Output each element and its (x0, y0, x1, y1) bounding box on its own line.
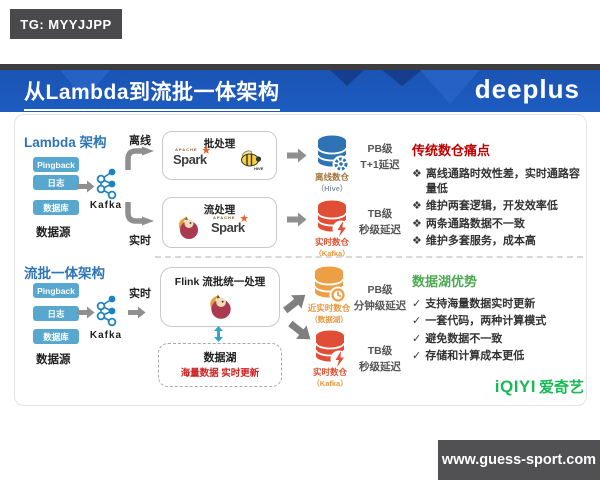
flink-unified-box: Flink 流批统一处理 (160, 267, 280, 327)
header-top-strip (0, 64, 600, 70)
kafka-icon (93, 167, 119, 205)
flink-box-title: Flink 流批统一处理 (174, 276, 266, 288)
realtime-warehouse-label: 实时数仓 （Kafka） (314, 237, 350, 258)
spark-logo: APACHE★Spark (173, 145, 211, 167)
spark-star-icon: ★ (239, 213, 249, 225)
double-arrow-icon (213, 326, 224, 347)
realtime-warehouse-icon (315, 200, 350, 243)
right-arrow-icon (128, 306, 146, 324)
stream-processing-box: 流处理 APACHE★Spark (162, 197, 277, 248)
advantage-item: ✓存储和计算成本更低 (412, 350, 525, 363)
realtime-warehouse-icon (313, 330, 348, 373)
check-bullet-icon: ✓ (412, 350, 422, 363)
header-bar: 从Lambda到流批一体架构 deeplus (0, 64, 600, 112)
near-realtime-warehouse-icon (312, 266, 347, 309)
kafka-label: Kafka (89, 200, 123, 211)
up-right-arrow-icon (280, 287, 315, 321)
lambda-section-title: Lambda 架构 (24, 135, 107, 150)
source-database: 数据库 (33, 329, 79, 344)
pain-panel-title: 传统数仓痛点 (412, 143, 491, 158)
right-arrow-icon (287, 148, 307, 168)
header-decoration (330, 70, 364, 86)
offline-warehouse-label: 离线数仓 （Hive） (314, 172, 349, 193)
header-decoration (382, 70, 422, 86)
check-bullet-icon: ✓ (412, 298, 422, 310)
diamond-bullet-icon: ❖ (412, 234, 422, 247)
pain-item: ❖维护两套逻辑，开发效率低 (412, 200, 558, 213)
pain-item: ❖维护多套服务，成本高 (412, 234, 536, 247)
elbow-arrow-down-icon (122, 202, 156, 231)
near-realtime-warehouse-label: 近实时数仓 （数据湖） (307, 303, 351, 324)
flink-squirrel-icon (206, 291, 235, 327)
batch-processing-box: 批处理 APACHE★Spark HIVE (162, 131, 277, 180)
near-realtime-delay-label: PB级 分钟级延迟 (353, 284, 407, 312)
content-card (14, 114, 587, 406)
source-log: 日志 (33, 175, 79, 190)
source-database: 数据库 (33, 200, 79, 215)
spark-logo: APACHE★Spark (211, 213, 249, 235)
source-log: 日志 (33, 306, 79, 321)
section-divider (155, 256, 583, 258)
realtime-warehouse-label: 实时数仓 （Kafka） (312, 367, 348, 388)
source-pingback: Pingback (33, 283, 79, 298)
advantages-panel-title: 数据湖优势 (412, 274, 478, 289)
elbow-arrow-up-icon (122, 146, 156, 175)
source-group-label: 数据源 (36, 227, 71, 239)
check-bullet-icon: ✓ (412, 315, 422, 328)
data-lake-subtitle: 海量数据 实时更新 (180, 368, 260, 379)
site-watermark-text: www.guess-sport.com (441, 452, 597, 468)
pain-item: ❖两条通路数据不一致 (412, 217, 525, 230)
realtime-path-label: 实时 (129, 288, 151, 300)
pain-points-panel: 传统数仓痛点 ❖离线通路时效性差，实时通路容量低 ❖维护两套逻辑，开发效率低 ❖… (412, 140, 582, 251)
unified-section-title: 流批一体架构 (24, 266, 105, 281)
right-arrow-icon (287, 212, 307, 232)
pain-list: ❖离线通路时效性差，实时通路容量低 ❖维护两套逻辑，开发效率低 ❖两条通路数据不… (412, 167, 582, 251)
diamond-bullet-icon: ❖ (412, 168, 422, 180)
advantage-item: ✓支持海量数据实时更新 (412, 298, 536, 310)
diamond-bullet-icon: ❖ (412, 200, 422, 213)
data-lake-title: 数据湖 (203, 352, 237, 364)
realtime-delay-label: TB级 秒级延迟 (359, 208, 401, 236)
flink-squirrel-icon (175, 214, 202, 246)
advantages-panel: 数据湖优势 ✓支持海量数据实时更新 ✓一套代码，两种计算模式 ✓避免数据不一致 … (412, 271, 584, 366)
advantage-item: ✓一套代码，两种计算模式 (412, 315, 547, 328)
batch-box-title: 批处理 (203, 138, 236, 150)
realtime-delay-label: TB级 秒级延迟 (359, 345, 401, 373)
stream-box-title: 流处理 (203, 204, 236, 216)
pain-item: ❖离线通路时效性差，实时通路容量低 (412, 168, 580, 195)
spark-star-icon: ★ (201, 145, 211, 157)
site-watermark: www.guess-sport.com (438, 440, 600, 480)
offline-warehouse-icon (315, 135, 350, 178)
realtime-path-label: 实时 (129, 235, 151, 247)
telegram-watermark-text: TG: MYYJJPP (20, 16, 112, 32)
kafka-icon (93, 294, 119, 332)
source-group-label: 数据源 (36, 354, 71, 366)
diamond-bullet-icon: ❖ (412, 217, 422, 230)
right-arrow-icon (77, 180, 95, 198)
offline-delay-label: PB级 T+1延迟 (360, 143, 400, 171)
offline-path-label: 离线 (129, 135, 151, 147)
source-pingback: Pingback (33, 157, 79, 172)
right-arrow-icon (77, 306, 95, 324)
telegram-watermark: TG: MYYJJPP (10, 9, 122, 39)
page-title: 从Lambda到流批一体架构 (24, 76, 280, 111)
header-decoration (420, 70, 480, 104)
advantage-item: ✓避免数据不一致 (412, 332, 503, 345)
data-lake-box: 数据湖 海量数据 实时更新 (158, 343, 282, 387)
deeplus-logo: deeplus (474, 74, 580, 104)
kafka-label: Kafka (89, 330, 123, 341)
check-bullet-icon: ✓ (412, 332, 422, 345)
hive-bee-icon: HIVE (239, 148, 263, 175)
advantages-list: ✓支持海量数据实时更新 ✓一套代码，两种计算模式 ✓避免数据不一致 ✓存储和计算… (412, 297, 584, 366)
down-right-arrow-icon (282, 316, 317, 350)
